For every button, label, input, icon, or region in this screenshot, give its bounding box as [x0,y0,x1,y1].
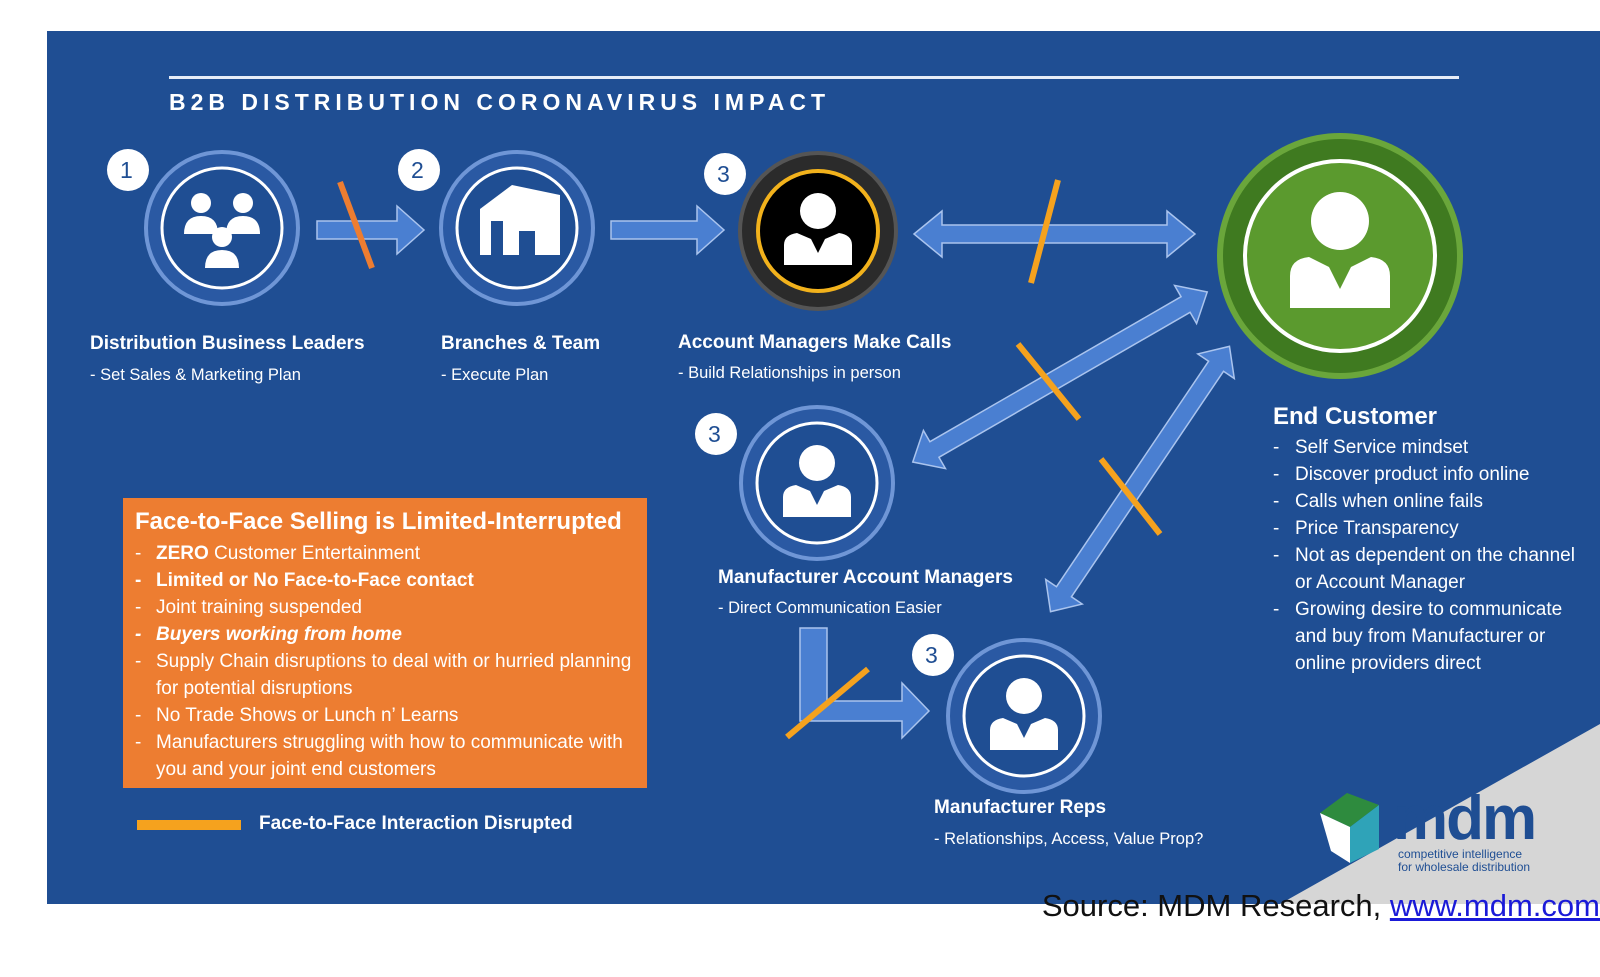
flow-diagram [107,133,1463,794]
account-manager-icon [738,151,898,311]
disrupted-marker [785,666,870,740]
arrow-end-customer-mfr-reps [1044,345,1236,613]
legend-label: Face-to-Face Interaction Disrupted [259,813,573,834]
face-to-face-title: Face-to-Face Selling is Limited-Interrup… [135,508,622,535]
badge-number: 1 [120,157,133,183]
branches-sub: - Execute Plan [441,366,549,384]
account-managers-sub: - Build Relationships in person [678,364,901,382]
badge-number: 3 [708,421,721,447]
end-customer-list: Self Service mindset Discover product in… [1273,434,1593,677]
list-item: Not as dependent on the channel or Accou… [1273,542,1593,596]
list-item: Self Service mindset [1273,434,1593,461]
arrow-leaders-to-branches [316,204,426,256]
list-item: Price Transparency [1273,515,1593,542]
step-badge-2 [398,149,440,191]
badge-number: 2 [411,157,424,183]
list-item: Buyers working from home [135,621,635,648]
mdm-logo-word: mdm [1393,784,1537,853]
mfr-reps-sub: - Relationships, Access, Value Prop? [934,830,1204,848]
step-badge-1 [107,149,149,191]
badge-number: 3 [925,642,938,668]
disrupted-marker [1028,179,1061,284]
arrow-branches-to-account-managers [610,204,726,256]
leaders-sub: - Set Sales & Marketing Plan [90,366,301,384]
mfr-account-manager-icon [739,405,895,561]
mdm-tagline: competitive intelligence for wholesale d… [1398,848,1530,874]
source-note: Source: MDM Research, www.mdm.com [1042,888,1600,924]
arrow-account-managers-end-customer [912,209,1197,259]
infographic-panel: B2B DISTRIBUTION CORONAVIRUS IMPACT [47,31,1600,904]
account-managers-label: Account Managers Make Calls [678,332,952,353]
branch-building-icon [439,150,595,306]
leaders-label: Distribution Business Leaders [90,333,365,354]
title-rule [169,76,1459,79]
arrow-mfr-account-managers-to-reps [799,627,931,740]
mfr-reps-label: Manufacturer Reps [934,797,1107,818]
leaders-node-icon [144,150,300,306]
source-link[interactable]: www.mdm.com [1389,888,1600,923]
end-customer-title: End Customer [1273,403,1438,430]
disrupted-marker [1098,457,1163,536]
branches-label: Branches & Team [441,333,601,354]
mfr-rep-icon [946,638,1102,794]
source-prefix: Source: MDM Research, [1041,888,1390,923]
list-item: Manufacturers struggling with how to com… [135,729,635,783]
disrupted-marker [337,180,375,270]
mfr-account-managers-sub: - Direct Communication Easier [718,599,942,617]
step-badge-3c [912,634,954,676]
badge-number: 3 [717,161,730,187]
mdm-tagline-line: for wholesale distribution [1398,860,1531,874]
list-item: Growing desire to communicate and buy fr… [1273,596,1593,677]
list-item: Calls when online fails [1273,488,1593,515]
page-title: B2B DISTRIBUTION CORONAVIRUS IMPACT [169,89,830,115]
list-item: No Trade Shows or Lunch n’ Learns [135,702,635,729]
disrupted-marker [1015,342,1082,421]
mdm-cube-icon [1320,793,1379,863]
list-item: Discover product info online [1273,461,1593,488]
list-item-text: Customer Entertainment [208,543,420,564]
list-item-bold: ZERO [156,543,209,564]
list-item: Supply Chain disruptions to deal with or… [135,648,635,702]
mfr-account-managers-label: Manufacturer Account Managers [718,567,1013,588]
step-badge-3 [704,153,746,195]
end-customer-icon [1217,133,1463,379]
legend-swatch [137,820,241,830]
step-badge-3b [695,413,737,455]
list-item: Limited or No Face-to-Face contact [135,567,635,594]
mdm-tagline-line: competitive intelligence [1398,847,1523,861]
face-to-face-list: ZERO Customer Entertainment Limited or N… [135,540,635,783]
arrow-end-customer-mfr-account-managers [911,284,1209,470]
list-item: Joint training suspended [135,594,635,621]
list-item: ZERO Customer Entertainment [135,540,635,567]
face-to-face-box: Face-to-Face Selling is Limited-Interrup… [123,498,647,788]
